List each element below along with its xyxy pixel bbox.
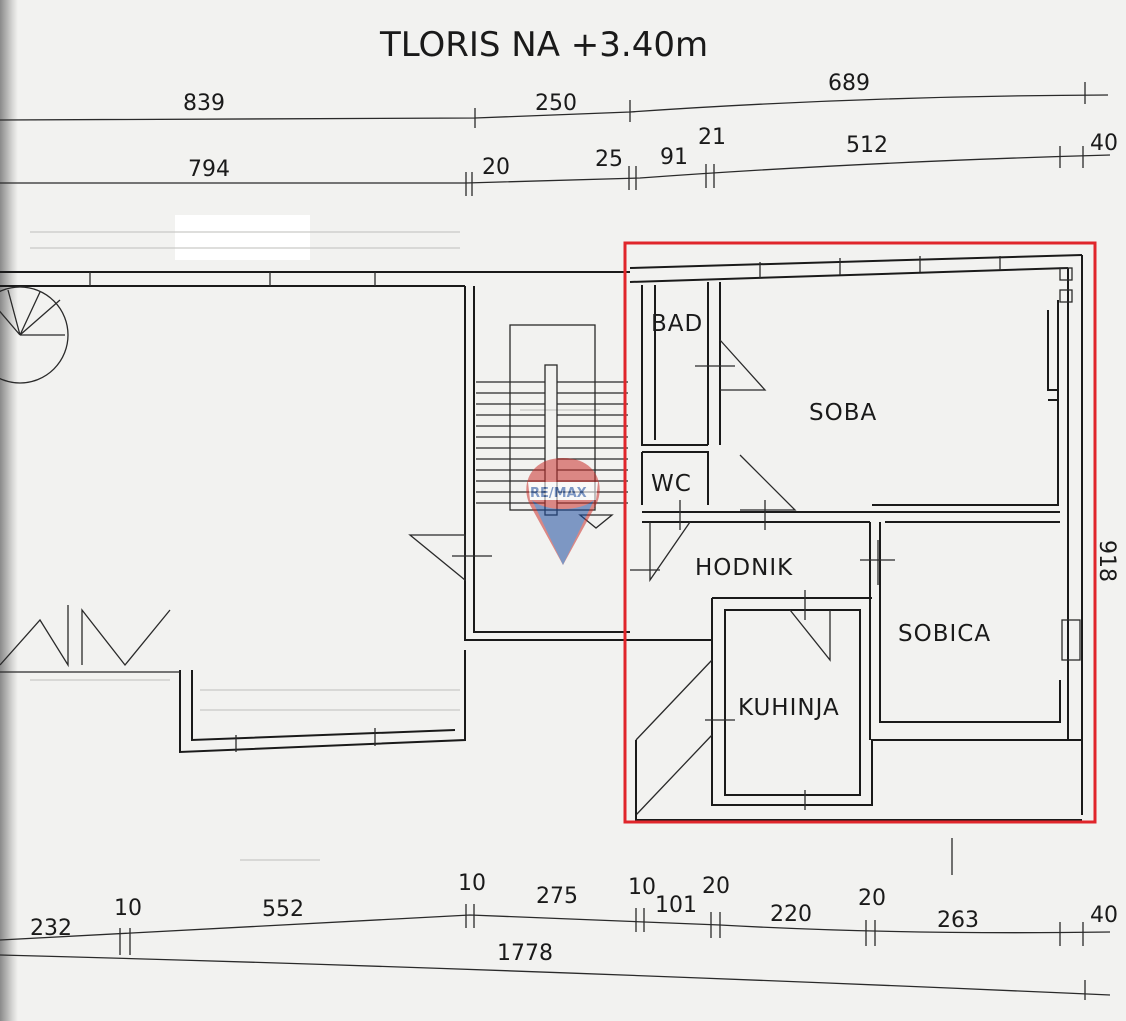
dim-label: 25 — [595, 147, 623, 172]
plan-title: TLORIS NA +3.40m — [379, 25, 708, 65]
dim-label: 10 — [114, 896, 142, 921]
apartment-walls — [629, 254, 1083, 821]
left-building-walls — [0, 271, 630, 754]
dim-label: 263 — [937, 908, 979, 933]
room-label-sobica: SOBICA — [898, 621, 991, 647]
dim-label: 91 — [660, 145, 688, 170]
scan-edge-shadow — [0, 0, 18, 1021]
dim-label: 250 — [535, 91, 577, 116]
dim-label: 232 — [30, 916, 72, 941]
dim-label: 20 — [482, 155, 510, 180]
dim-label: 839 — [183, 91, 225, 116]
dim-label: 20 — [702, 874, 730, 899]
room-label-hodnik: HODNIK — [695, 555, 793, 581]
background-show-through — [30, 231, 600, 861]
watermark-text: RE/MAX — [530, 486, 587, 501]
bottom-total-dimension: 1778 — [0, 941, 1111, 1000]
dim-label: 552 — [262, 897, 304, 922]
room-label-kuhinja: KUHINJA — [738, 695, 840, 721]
room-label-wc: WC — [651, 471, 692, 497]
dim-label: 20 — [858, 886, 886, 911]
dim-label: 512 — [846, 133, 888, 158]
remax-watermark-logo: RE/MAX — [526, 458, 600, 565]
dim-label: 21 — [698, 125, 726, 150]
dim-label: 40 — [1090, 131, 1118, 156]
dim-label: 689 — [828, 71, 870, 96]
room-label-bad: BAD — [651, 311, 703, 337]
highlight-frame — [623, 241, 1097, 824]
bottom-dimension-line-1: 232 10 552 10 275 10 101 20 220 20 263 4… — [0, 838, 1118, 955]
room-label-soba: SOBA — [809, 400, 877, 426]
dim-label: 275 — [536, 884, 578, 909]
dim-label-right: 918 — [1094, 540, 1119, 582]
dim-label-total: 1778 — [497, 941, 553, 966]
dim-label: 220 — [770, 902, 812, 927]
dim-label: 10 — [458, 871, 486, 896]
top-dimension-line-2: 794 20 25 91 21 512 40 — [0, 125, 1118, 196]
dim-label: 10 — [628, 875, 656, 900]
top-dimension-line-1: 839 250 689 — [0, 71, 1109, 128]
dim-label: 40 — [1090, 903, 1118, 928]
redacted-block — [175, 215, 310, 260]
dim-label: 101 — [655, 893, 697, 918]
dim-label: 794 — [188, 157, 230, 182]
